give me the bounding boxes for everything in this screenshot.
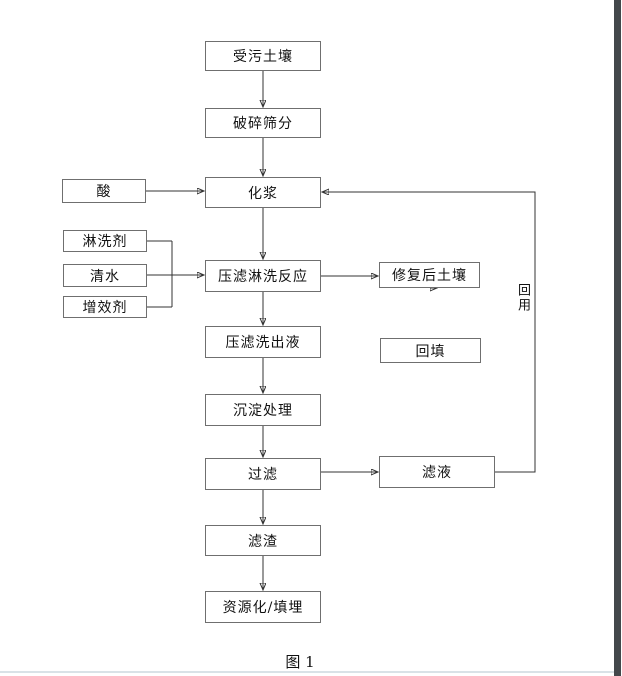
node-press-filter-eluate: 压滤洗出液 xyxy=(205,326,321,358)
right-edge-bar xyxy=(614,0,621,676)
node-contaminated-soil: 受污土壤 xyxy=(205,41,321,71)
node-remediated-soil: 修复后土壤 xyxy=(379,262,480,288)
node-washing-agent: 淋洗剂 xyxy=(63,230,147,252)
node-acid: 酸 xyxy=(62,179,146,203)
node-resource-or-landfill: 资源化/填埋 xyxy=(205,591,321,623)
node-press-filter-wash-reaction: 压滤淋洗反应 xyxy=(205,260,321,292)
node-crush-screen: 破碎筛分 xyxy=(205,108,321,138)
arrow-filtrate-reuse-to-slurry xyxy=(322,192,536,473)
node-precipitation-treatment: 沉淀处理 xyxy=(205,394,321,426)
node-synergist: 增效剂 xyxy=(63,296,147,318)
node-filtrate: 滤液 xyxy=(379,456,495,488)
node-backfill: 回填 xyxy=(380,338,481,363)
node-filter-residue: 滤渣 xyxy=(205,525,321,556)
figure-caption: 图 1 xyxy=(285,653,315,671)
bottom-rule xyxy=(0,671,614,673)
node-filtration: 过滤 xyxy=(205,458,321,490)
reuse-edge-label: 回用 xyxy=(515,283,530,313)
node-slurrying: 化浆 xyxy=(205,177,321,208)
node-clean-water: 清水 xyxy=(63,264,147,287)
